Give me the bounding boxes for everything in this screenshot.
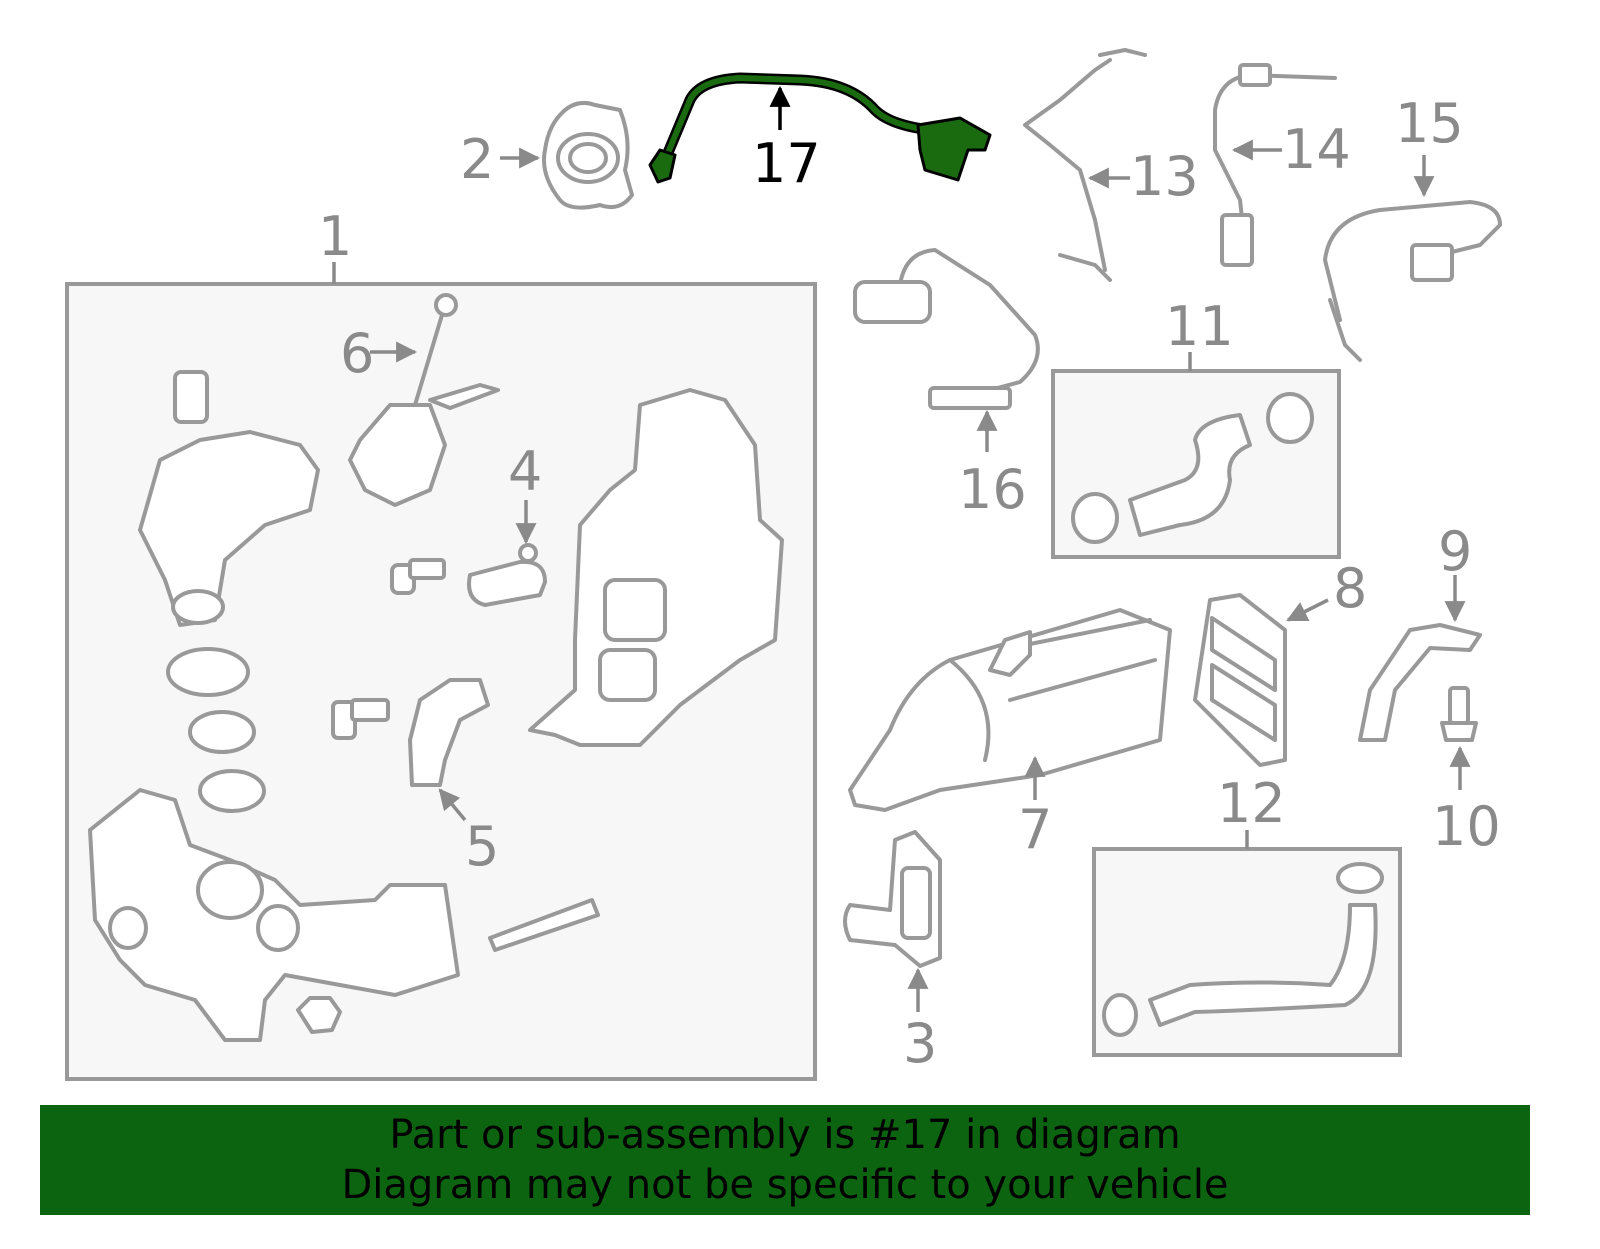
callout-14: 14 — [1282, 118, 1351, 181]
part-12-hose[interactable] — [1102, 862, 1384, 1037]
part-1-orings — [166, 647, 266, 813]
callout-6: 6 — [340, 322, 374, 385]
banner-line-1: Part or sub-assembly is #17 in diagram — [389, 1112, 1181, 1158]
part-15-sensor[interactable] — [1323, 200, 1502, 362]
callout-7: 7 — [1018, 798, 1052, 861]
callout-11: 11 — [1165, 295, 1234, 358]
callout-4: 4 — [508, 440, 542, 503]
part-11-hose[interactable] — [1071, 392, 1314, 544]
callout-5: 5 — [465, 815, 499, 878]
callout-17: 17 — [752, 132, 821, 195]
info-banner: Part or sub-assembly is #17 in diagram D… — [40, 1105, 1530, 1215]
part-7-egr-cooler[interactable] — [848, 608, 1172, 812]
part-1-stud[interactable] — [488, 898, 600, 952]
callout-12: 12 — [1217, 772, 1286, 835]
part-1-housing-large[interactable] — [528, 388, 784, 747]
part-16-sensor[interactable] — [853, 248, 1040, 410]
part-9-bracket[interactable] — [1358, 623, 1482, 742]
part-14-sensor[interactable] — [1213, 63, 1337, 267]
part-4-bolt[interactable] — [390, 558, 446, 595]
part-13-pipe-sensor[interactable] — [1023, 48, 1147, 282]
callout-16: 16 — [958, 458, 1027, 521]
part-1-housing-lower[interactable] — [88, 788, 460, 1042]
part-10-bolt[interactable] — [1440, 686, 1478, 742]
callout-1: 1 — [318, 205, 352, 268]
arrow-8 — [1286, 598, 1329, 622]
part-4-sensor[interactable] — [467, 543, 547, 607]
part-1-nut[interactable] — [296, 996, 342, 1034]
callout-8: 8 — [1333, 557, 1367, 620]
part-2-gasket[interactable] — [542, 101, 634, 210]
part-17-sensor[interactable] — [648, 72, 992, 184]
part-3-gasket[interactable] — [843, 830, 942, 968]
part-1-egr-valve[interactable] — [138, 370, 320, 627]
arrow-5 — [438, 788, 467, 822]
part-6-actuator[interactable] — [348, 293, 500, 507]
callout-15: 15 — [1395, 92, 1464, 155]
callout-10: 10 — [1432, 795, 1501, 858]
callout-3: 3 — [903, 1012, 937, 1075]
callout-13: 13 — [1130, 145, 1199, 208]
part-5-elbow[interactable] — [331, 678, 490, 787]
callout-9: 9 — [1438, 520, 1472, 583]
callout-2: 2 — [460, 128, 494, 191]
part-8-gasket[interactable] — [1193, 593, 1287, 767]
banner-line-2: Diagram may not be specific to your vehi… — [341, 1162, 1229, 1208]
